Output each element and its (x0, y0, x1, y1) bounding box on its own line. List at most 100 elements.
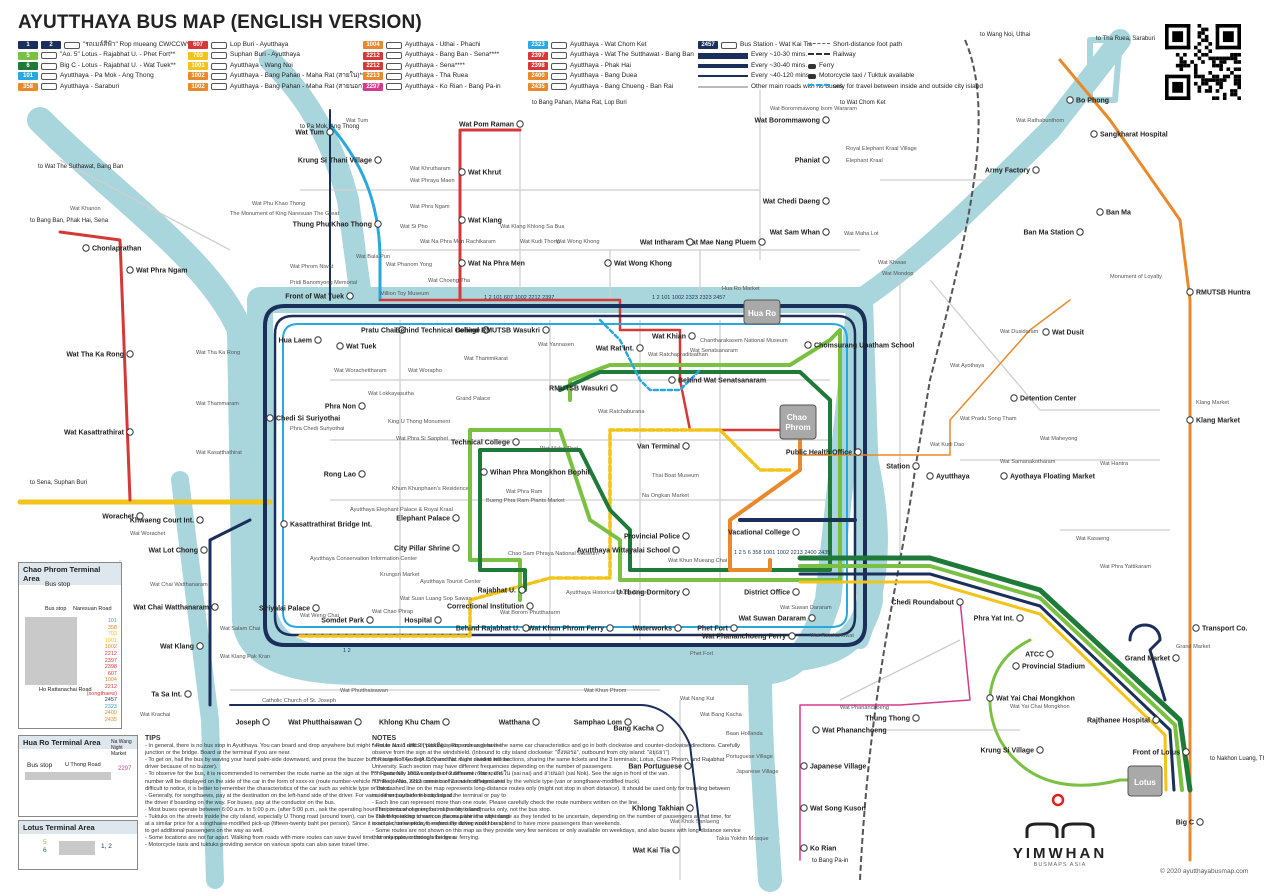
stop-marker-waterworks (674, 624, 682, 632)
landmark-wat-borom-phuttharam: Wat Borom Phutthararm (500, 610, 560, 616)
terminal-route-code: 2457 (104, 697, 117, 704)
chao-phrom-terminal-label: Chao Phrom (785, 413, 810, 432)
stop-marker-front-wat-tuek (346, 292, 354, 300)
route-label-bottom-left: 1 2 (343, 648, 351, 654)
terminal-route-code: 1002 (104, 644, 117, 651)
route-label-district: 1 2 5 6 358 1001 1002 2213 2400 2435 (734, 550, 830, 556)
route-badge: 1002 (188, 82, 208, 91)
hua-ro-terminal-label: Hua Ro (748, 309, 776, 318)
terminals: Hua Ro Chao Phrom Lotus (743, 299, 1163, 797)
notes-line: * Route No. 1 and 2 (รอบเมือง - Rop muea… (372, 743, 740, 757)
landmark-khum-khun-phaen: Khum Khunphaen's Residence (392, 486, 469, 492)
chao-phrom-terminal (779, 404, 817, 440)
bus-icon (211, 83, 227, 91)
route-badge: 1004 (363, 41, 383, 50)
landmark-wat-phu-khao-thong: Wat Phu Khao Thong (252, 201, 305, 207)
landmark-wat-bang-kacha: Wat Bang Kacha (700, 712, 743, 718)
route-badge: 2397 (528, 51, 548, 60)
route-navy-grandmarket (1128, 623, 1167, 702)
landmark-phet-fort-place: Phet Fort (690, 651, 713, 657)
terminal-route-code: 607 (107, 670, 117, 677)
brand-subtitle: BUSMAPS ASIA (1033, 862, 1087, 868)
stop-marker-somdet-park (366, 616, 374, 624)
stop-label-wat-khun-phrom: Wat Khun Phrom Ferry (528, 626, 604, 633)
landmark-wat-yai-chai-mongkhon: Wat Yai Chai Mongkhon (1010, 704, 1070, 710)
notes-line: **** Route No. 2212 consists of 2 routes… (372, 778, 641, 785)
ferry-icon (808, 63, 816, 69)
bus-icon (41, 83, 57, 91)
stop-label-khlong-khu-cham: Khlong Khu Cham (379, 720, 440, 727)
landmark-wat-kudi-dao: Wat Kudi Dao (930, 442, 964, 448)
stop-marker-wat-yai-chai-mongkhon (986, 694, 994, 702)
stop-marker-wat-tuek (336, 342, 344, 350)
landmark-wat-ratchaburana: Wat Ratchaburana (598, 409, 645, 415)
stop-marker-ayutthaya-wittayalai (672, 546, 680, 554)
stop-marker-behind-rmutsb (542, 326, 550, 334)
landmark-wat-klang-pak-kran: Wat Klang Pak Kran (220, 654, 270, 660)
rivers (27, 29, 1131, 892)
railway-icon (808, 53, 830, 58)
landmark-wat-phraya-maen: Wat Phraya Maen (410, 178, 455, 184)
stop-label-hua-laem: Hua Laem (279, 338, 312, 345)
stop-label-wat-khrut: Wat Khrut (468, 170, 502, 177)
stop-label-wat-intharam: Wat Intharam (640, 240, 684, 247)
stop-marker-wat-sam-whan (822, 228, 830, 236)
route-yellow-inner (298, 428, 792, 638)
legend-symbol-item: only for travel between inside and outsi… (808, 82, 983, 92)
stop-label-detention-center: Detention Center (1020, 396, 1077, 403)
legend-frequency-item: Every ~30-40 mins. (698, 61, 807, 71)
stop-label-wat-chedi-daeng: Wat Chedi Daeng (763, 199, 820, 206)
legend-frequency-label: Every ~40-120 mins. (751, 72, 811, 80)
stop-label-japanese-village: Japanese Village (810, 764, 866, 771)
route-orange-long (1058, 58, 1192, 862)
legend-route-item: 5"Ao. 5" Lotus - Rajabhat U. - Phet Fort… (18, 50, 175, 60)
legend-frequency-label: Every ~10-30 mins. (751, 51, 808, 59)
stop-label-wat-phanancheong-ferry: Wat Phananchoeng Ferry (702, 634, 786, 641)
stop-marker-wihan-phra-mongkhon (480, 468, 488, 476)
landmark-king-u-thong: King U Thong Monument (388, 419, 451, 425)
legend-route-label: "Ao. 5" Lotus - Rajabhat U. - Phet Fort*… (60, 51, 176, 59)
legend-route-label: Bus Station - Wat Kai Tia (740, 41, 813, 48)
landmark-wat-maheyong: Wat Maheyong (1040, 436, 1077, 442)
landmark-wat-suan-luang: Wat Suan Luang Sop Sawan (400, 596, 472, 602)
landmark-wat-choeng-tha: Wat Choeng Tha (428, 278, 471, 284)
bus-icon (551, 62, 567, 70)
stop-label-wat-rat-int: Wat Rat Int. (596, 346, 634, 353)
stop-label-behind-wat-senat: Behind Wat Senatsanaram (678, 378, 766, 385)
landmark-wat-worapho: Wat Worapho (408, 368, 442, 374)
panel-road: Naresuan Road (73, 606, 112, 612)
terminal-route-code: 2212 (104, 650, 117, 657)
stop-label-wat-song-kuson: Wat Song Kuson (810, 806, 866, 813)
stop-label-khwaeng-court: Khwaeng Court Int. (130, 518, 194, 525)
stop-marker-u-thong-dormitory (682, 588, 690, 596)
landmark-wat-chai-watthanaram: Wat Chai Watthanaram (150, 582, 208, 588)
stop-label-thung-thong: Thung Thong (865, 716, 910, 723)
stop-label-big-c: Big C (1176, 820, 1194, 827)
bus-icon (41, 72, 57, 80)
legend-route-label: Ayutthaya - Ko Rian - Bang Pa-in (405, 82, 501, 90)
landmark-na-ongkan-market: Na Ongkan Market (642, 493, 689, 499)
stop-marker-thung-phu-khao-thong (374, 220, 382, 228)
landmark-takia-yokhin-mosque: Takia Yokhin Mosque (716, 836, 769, 842)
stop-marker-rajthanee-hospital (1152, 716, 1160, 724)
bus-icon (386, 41, 402, 49)
stop-marker-ban-ma-station (1076, 228, 1084, 236)
panel-road-block (25, 772, 111, 780)
landmark-wat-ratchapraditsathan: Wat Ratchapraditsathan (648, 352, 708, 358)
legend-route-label: Ayutthaya - Pa Mok - Ang Thong (60, 72, 154, 80)
stop-marker-chedi-si-suriyothai (266, 414, 274, 422)
stop-label-hospital: Hospital (404, 618, 432, 625)
stop-label-bang-kacha: Bang Kacha (614, 726, 655, 733)
terminal-route-code: 1004 (104, 677, 117, 684)
route-navy-south (229, 704, 701, 831)
qr-code[interactable] (1165, 24, 1241, 100)
stop-label-chedi-si-suriyothai: Chedi Si Suriyothai (276, 416, 340, 423)
footpath-icon (808, 43, 830, 47)
landmark-ayutthaya-historical: Ayutthaya Historical Study Centre (566, 590, 650, 596)
landmark-wat-phra-ram: Wat Phra Ram (506, 489, 543, 495)
